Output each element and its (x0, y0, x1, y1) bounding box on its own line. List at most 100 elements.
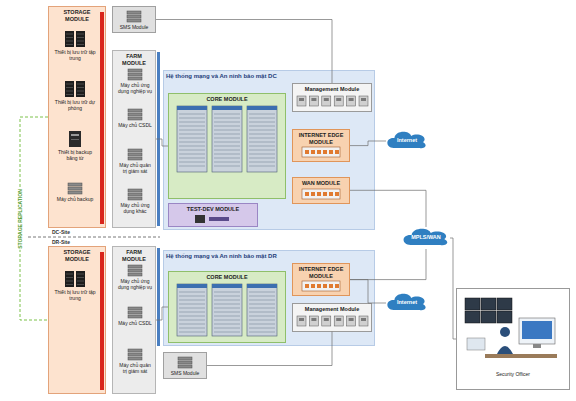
fw-part (329, 150, 333, 154)
rack-part (249, 323, 275, 324)
devices-part (322, 316, 331, 326)
item-label: Máy chủ CSDL (117, 122, 153, 128)
server-item: Máy chủ ứng dụng khác (115, 185, 155, 216)
rack-part (249, 291, 275, 292)
rack-part (247, 284, 277, 288)
connector (156, 139, 168, 146)
server-part (128, 113, 142, 116)
core-module: CORE MODULE (168, 271, 286, 343)
server-item: Máy chủ quản trị giám sát (115, 145, 155, 176)
rack-part (179, 161, 205, 162)
rack-part (249, 161, 275, 162)
rack-part (179, 291, 205, 292)
site-label: DR-Site (52, 239, 70, 245)
item-label: Thiết bị backup băng từ (54, 149, 96, 161)
connector (350, 141, 386, 146)
tower-part (77, 44, 84, 45)
tower-part (77, 94, 84, 95)
cloud-label: Internet (386, 292, 428, 312)
rack-icon (173, 282, 281, 338)
rack-part (214, 315, 240, 316)
rack-part (249, 295, 275, 296)
rack-part (249, 113, 275, 114)
rack-part (214, 121, 240, 122)
rack-part (179, 299, 205, 300)
cloud-label: MPLS/WAN (402, 227, 450, 247)
core-module: CORE MODULE (168, 93, 286, 199)
server-part (68, 187, 82, 190)
devices-icon (295, 314, 371, 328)
server-icon (127, 68, 143, 81)
internet-edge-module: INTERNET EDGE MODULE (292, 129, 350, 162)
connector (207, 332, 332, 366)
monitor-part (481, 298, 496, 310)
module-title: TEST-DEV MODULE (171, 206, 255, 213)
rack-part (179, 157, 205, 158)
rack-part (214, 319, 240, 320)
rack-part (214, 153, 240, 154)
item-label: SMS Module (115, 24, 153, 30)
network-region: Hệ thống mạng và An ninh bảo mật DRCORE … (163, 250, 375, 346)
rack-part (214, 149, 240, 150)
devices-part (349, 98, 354, 101)
monitor-part (500, 327, 510, 337)
rack-part (249, 307, 275, 308)
tower-icon (63, 80, 87, 98)
tower-part (65, 271, 74, 287)
server-part (127, 19, 141, 22)
site-label: DC-Site (52, 229, 70, 235)
tower-part (77, 37, 84, 38)
server-part (128, 189, 142, 192)
fw-part (323, 284, 327, 288)
server-icon (127, 108, 143, 121)
tower-part (65, 81, 74, 97)
rack-part (249, 121, 275, 122)
item-label: Máy chủ quản trị giám sát (117, 362, 153, 374)
rack-part (214, 307, 240, 308)
rack-part (249, 125, 275, 126)
backup-server: Máy chủ backup (52, 179, 98, 204)
item-label: Máy chủ quản trị giám sát (117, 162, 153, 174)
sms-module: SMS Module (112, 6, 156, 33)
rack-part (247, 106, 277, 172)
module-title: CORE MODULE (171, 96, 283, 103)
tower-part (77, 284, 84, 285)
tape-part (71, 139, 79, 140)
server-part (128, 69, 142, 72)
server-part (128, 269, 142, 272)
dev-icon (193, 214, 233, 224)
test-dev-module: TEST-DEV MODULE (168, 203, 258, 227)
internet-cloud: Internet (386, 130, 428, 152)
rack-part (214, 125, 240, 126)
tower-part (77, 281, 84, 282)
fw-part (317, 192, 321, 196)
module-title: WAN MODULE (295, 180, 347, 187)
server-item: Máy chủ ứng dụng nghiệp vụ (115, 65, 155, 96)
dev-part (209, 217, 229, 221)
monitor-icon (461, 292, 565, 370)
devices-part (336, 318, 341, 321)
devices-part (334, 96, 343, 106)
rack-part (177, 106, 207, 172)
rack-part (249, 315, 275, 316)
server-part (128, 265, 142, 268)
module-title: Hệ thống mạng và An ninh bảo mật DC (166, 73, 284, 80)
monitor-part (467, 338, 485, 350)
rack-part (177, 106, 207, 110)
module-title: STORAGE MODULE (51, 9, 103, 22)
server-part (128, 193, 142, 196)
rack-part (249, 133, 275, 134)
item-label: Security Officer (459, 371, 567, 377)
item-label: SMS Module (166, 370, 204, 376)
devices-part (347, 96, 356, 106)
rack-part (249, 129, 275, 130)
rack-part (214, 165, 240, 166)
rack-part (249, 299, 275, 300)
tower-part (77, 84, 84, 85)
rack-part (179, 315, 205, 316)
fw-part (305, 192, 309, 196)
rack-part (249, 157, 275, 158)
fw-part (317, 150, 321, 154)
tower-part (66, 284, 73, 285)
rack-part (214, 331, 240, 332)
